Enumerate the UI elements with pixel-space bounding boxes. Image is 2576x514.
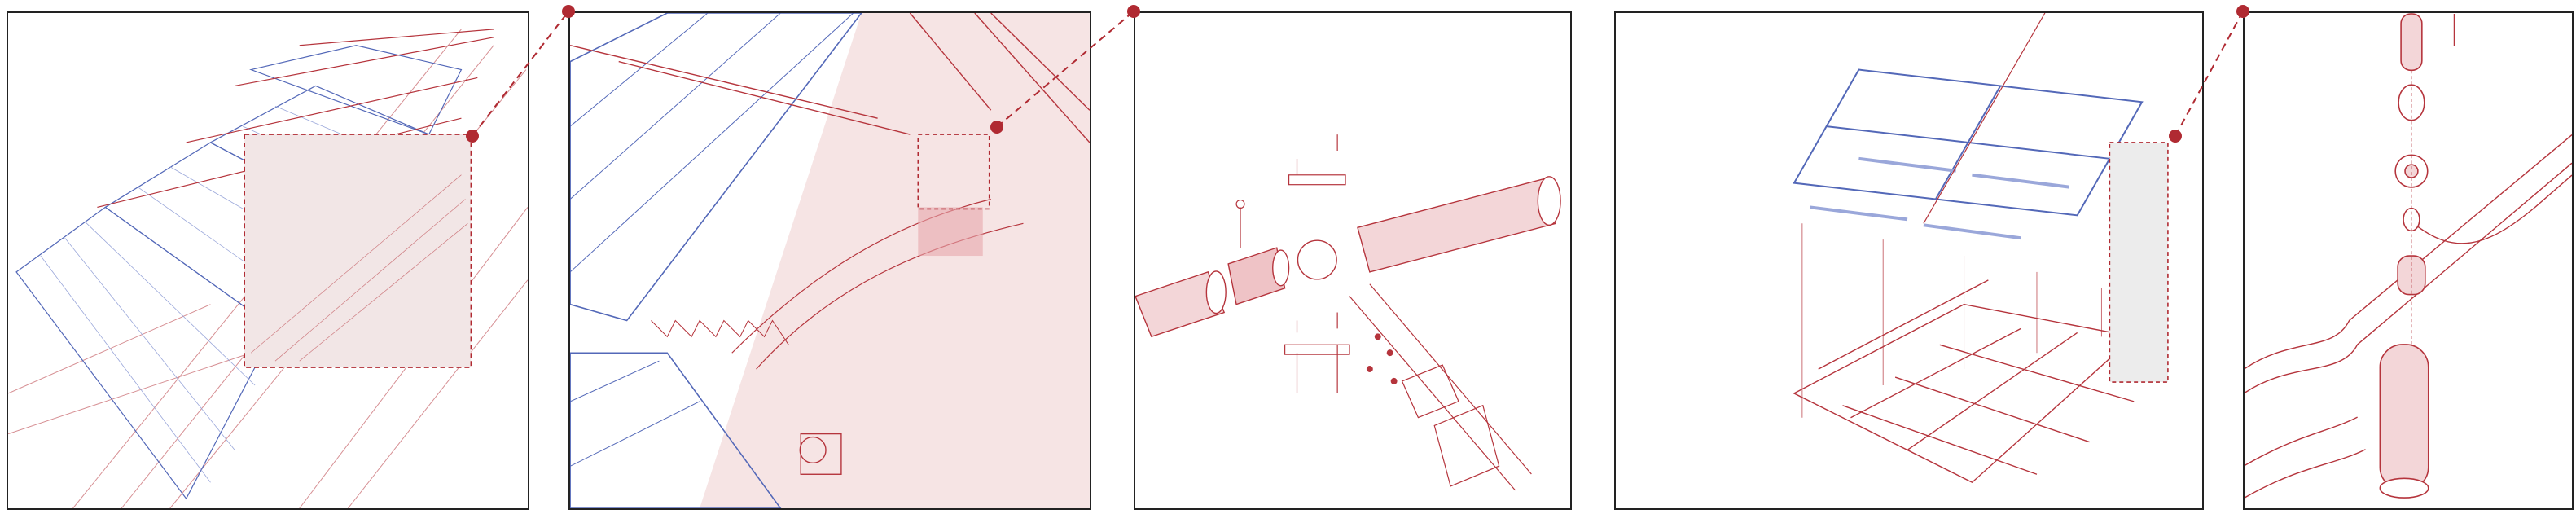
frame-rails — [2245, 14, 2572, 499]
panel-edge-detail — [570, 13, 1090, 508]
frame-grid-exploded — [1793, 13, 2169, 484]
mount-post — [1349, 283, 1532, 491]
cell-strips — [1810, 156, 2069, 240]
axis-line — [1923, 13, 2046, 224]
solar-array-drawing — [8, 29, 528, 508]
tube-right — [1357, 176, 1561, 273]
connector-region-marker — [2109, 142, 2169, 383]
ring-washer — [1297, 239, 1337, 280]
lower-frame-grid — [1793, 279, 2135, 484]
clamp-bracket — [799, 433, 842, 475]
tube-left — [1135, 270, 1227, 338]
module-grid-lines — [570, 13, 854, 467]
connector-stack — [2245, 13, 2572, 499]
connector-detail-panel — [2243, 11, 2574, 510]
vertical-leader-lines — [1801, 223, 2102, 418]
sleeve-insert — [1227, 247, 1290, 305]
panel-modules — [570, 13, 862, 508]
sawtooth-edge — [651, 319, 789, 345]
zoom-region-marker — [244, 134, 472, 368]
overview-panel — [7, 11, 529, 510]
nut-markers — [1366, 333, 1398, 384]
top-frame-grid — [1793, 68, 2144, 217]
fastener-set — [1235, 134, 1350, 393]
exploded-joint-panel — [1134, 11, 1572, 510]
tube-joint-exploded — [1135, 134, 1561, 491]
dotted-fill — [918, 207, 983, 257]
zoom-detail-panel — [568, 11, 1091, 510]
connector-components — [2379, 13, 2429, 499]
rail-lines — [97, 29, 494, 209]
exploded-frame-panel — [1614, 11, 2204, 510]
hatch-fill — [250, 174, 468, 362]
hatched-substrate — [700, 13, 1090, 508]
